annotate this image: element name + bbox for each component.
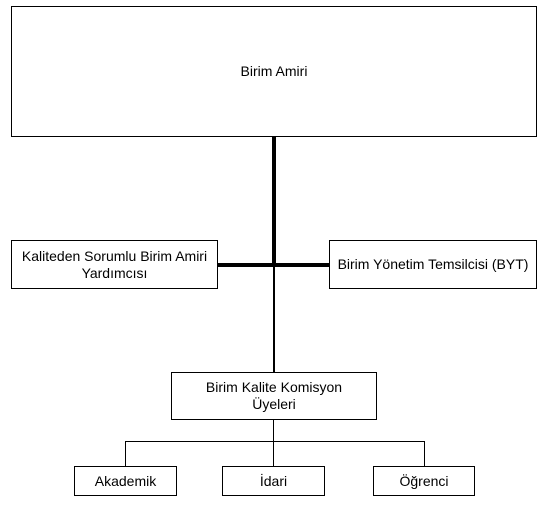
head-label: Birim Amiri (240, 63, 308, 79)
connector-assistants-horizontal-thick (217, 263, 329, 267)
member-box-idari: İdari (222, 466, 325, 496)
connector-members-horizontal (125, 441, 425, 442)
connector-head-vertical-thick (272, 137, 276, 265)
right-assistant-box: Birim Yönetim Temsilcisi (BYT) (329, 240, 537, 289)
right-assistant-label: Birim Yönetim Temsilcisi (BYT) (337, 256, 529, 272)
head-box: Birim Amiri (11, 6, 537, 137)
member-label: İdari (259, 472, 288, 489)
left-assistant-label: Kaliteden Sorumlu Birim Amiri Yardımcısı (21, 247, 208, 281)
committee-label: Birim Kalite Komisyon Üyeleri (205, 379, 343, 412)
connector-committee-down (273, 419, 274, 441)
member-box-ogrenci: Öğrenci (373, 466, 475, 496)
member-label: Öğrenci (399, 472, 449, 489)
member-label: Akademik (94, 472, 157, 489)
connector-member-left (125, 441, 126, 466)
connector-committee-vertical (273, 267, 275, 372)
connector-member-center (273, 441, 274, 466)
left-assistant-box: Kaliteden Sorumlu Birim Amiri Yardımcısı (11, 240, 218, 289)
connector-member-right (424, 441, 425, 466)
member-box-akademik: Akademik (74, 466, 177, 496)
committee-box: Birim Kalite Komisyon Üyeleri (171, 372, 377, 420)
